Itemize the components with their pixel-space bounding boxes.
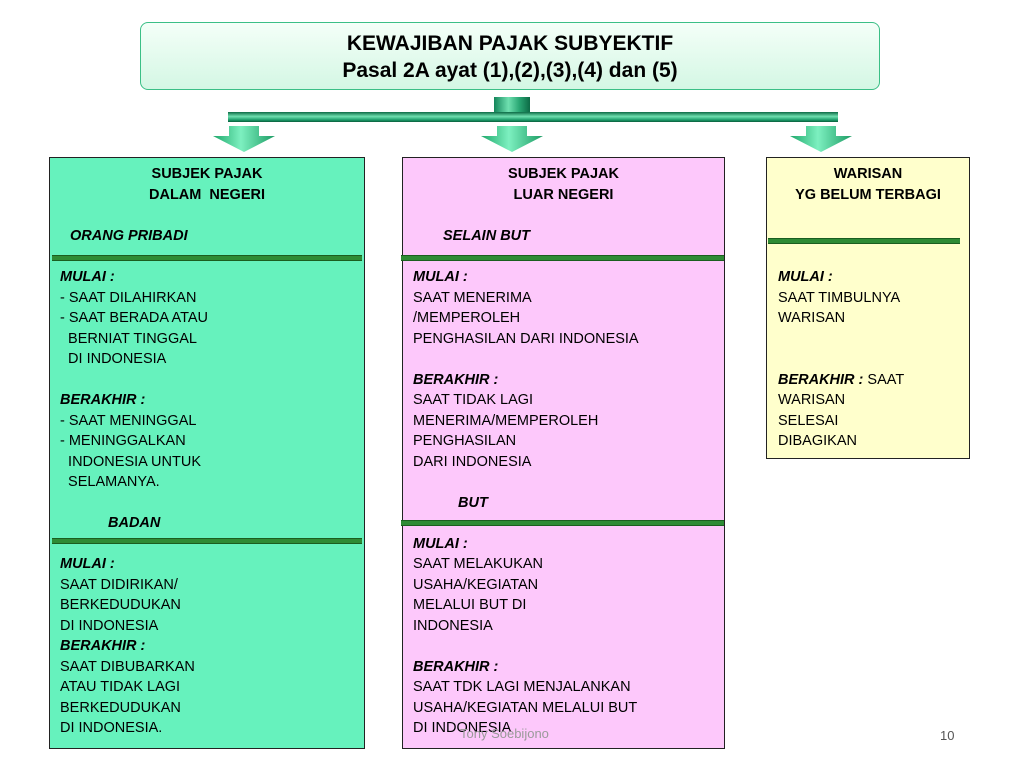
middle-header-1: SUBJEK PAJAK [508,166,619,182]
left-header-2: DALAM NEGERI [149,187,265,203]
middle-selain-mulai-line: /MEMPEROLEH [413,310,521,326]
arrow-down-right-icon [790,126,852,152]
right-header-2: YG BELUM TERBAGI [795,187,941,203]
middle-divider-2 [401,520,724,526]
left-badan-berakhir-line: BERKEDUDUKAN [60,700,181,716]
middle-selain-mulai-label: MULAI : [413,269,468,285]
middle-header-2: LUAR NEGERI [513,187,614,203]
title-line-2: Pasal 2A ayat (1),(2),(3),(4) dan (5) [342,59,678,82]
left-divider-1 [52,255,362,261]
middle-but-berakhir-line: SAAT TDK LAGI MENJALANKAN [413,679,631,695]
middle-but-berakhir-line: USAHA/KEGIATAN MELALUI BUT [413,700,638,716]
title-box: KEWAJIBAN PAJAK SUBYEKTIF Pasal 2A ayat … [140,22,880,90]
box-dalam-negeri: SUBJEK PAJAK DALAM NEGERI ORANG PRIBADI … [49,157,365,749]
middle-but-mulai-line: INDONESIA [413,618,493,634]
footer-author: Tony Soebijono [460,726,549,741]
left-orang-pribadi-label: ORANG PRIBADI [70,228,188,244]
left-orang-mulai-line: - SAAT DILAHIRKAN [60,290,197,306]
middle-selain-mulai-line: PENGHASILAN DARI INDONESIA [413,331,639,347]
middle-selain-berakhir-line: DARI INDONESIA [413,454,532,470]
left-divider-2 [52,538,362,544]
left-orang-mulai-label: MULAI : [60,269,115,285]
right-mulai-line: SAAT TIMBULNYA [778,290,901,306]
middle-but-berakhir-label: BERAKHIR : [413,659,499,675]
right-berakhir-line: WARISAN [778,392,846,408]
middle-but-mulai-line: MELALUI BUT DI [413,597,527,613]
left-badan-berakhir-line: DI INDONESIA. [60,720,163,736]
middle-but-berakhir-line: DI INDONESIA [413,720,512,736]
right-berakhir-row: BERAKHIR : SAAT [778,370,904,391]
right-berakhir-line: SELESAI [778,413,839,429]
right-mulai-label: MULAI : [778,269,833,285]
middle-selain-berakhir-line: PENGHASILAN [413,433,517,449]
left-badan-mulai-line: DI INDONESIA [60,618,159,634]
middle-but-mulai-line: SAAT MELAKUKAN [413,556,544,572]
left-badan-mulai-line: BERKEDUDUKAN [60,597,181,613]
right-berakhir-inline: SAAT [863,372,905,388]
box-warisan: WARISAN YG BELUM TERBAGI MULAI : SAAT TI… [766,157,970,459]
middle-selain-mulai-line: SAAT MENERIMA [413,290,532,306]
arrow-down-left-icon [213,126,275,152]
connector-bar [228,112,838,122]
left-badan-label: BADAN [108,515,161,531]
left-header-1: SUBJEK PAJAK [151,166,263,182]
right-berakhir-line: DIBAGIKAN [778,433,857,449]
middle-but-label: BUT [458,495,488,511]
page-number: 10 [940,728,955,743]
left-orang-berakhir-line: - MENINGGALKAN [60,433,186,449]
middle-selain-berakhir-label: BERAKHIR : [413,372,499,388]
middle-selain-berakhir-line: MENERIMA/MEMPEROLEH [413,413,599,429]
left-badan-mulai-label: MULAI : [60,556,115,572]
right-divider [768,238,960,244]
left-badan-mulai-line: SAAT DIDIRIKAN/ [60,577,178,593]
left-badan-berakhir-line: SAAT DIBUBARKAN [60,659,195,675]
left-orang-berakhir-line: INDONESIA UNTUK [60,454,201,470]
left-badan-berakhir-line: ATAU TIDAK LAGI [60,679,181,695]
left-orang-berakhir-label: BERAKHIR : [60,392,146,408]
title-line-1: KEWAJIBAN PAJAK SUBYEKTIF [346,32,674,55]
middle-divider-1 [401,255,724,261]
right-mulai-line: WARISAN [778,310,846,326]
left-orang-berakhir-line: - SAAT MENINGGAL [60,413,197,429]
right-header-1: WARISAN [833,166,903,182]
middle-but-mulai-label: MULAI : [413,536,468,552]
left-orang-berakhir-line: SELAMANYA. [60,474,160,490]
right-berakhir-label: BERAKHIR : [778,372,864,388]
middle-selain-berakhir-line: SAAT TIDAK LAGI [413,392,534,408]
middle-selain-but-label: SELAIN BUT [443,228,530,244]
connector-stem [494,97,530,113]
left-orang-mulai-line: - SAAT BERADA ATAU [60,310,208,326]
box-luar-negeri: SUBJEK PAJAK LUAR NEGERI SELAIN BUT MULA… [401,157,725,749]
arrow-down-middle-icon [481,126,543,152]
left-badan-berakhir-label: BERAKHIR : [60,638,146,654]
left-orang-mulai-line: DI INDONESIA [60,351,167,367]
middle-but-mulai-line: USAHA/KEGIATAN [413,577,539,593]
left-orang-mulai-line: BERNIAT TINGGAL [60,331,197,347]
